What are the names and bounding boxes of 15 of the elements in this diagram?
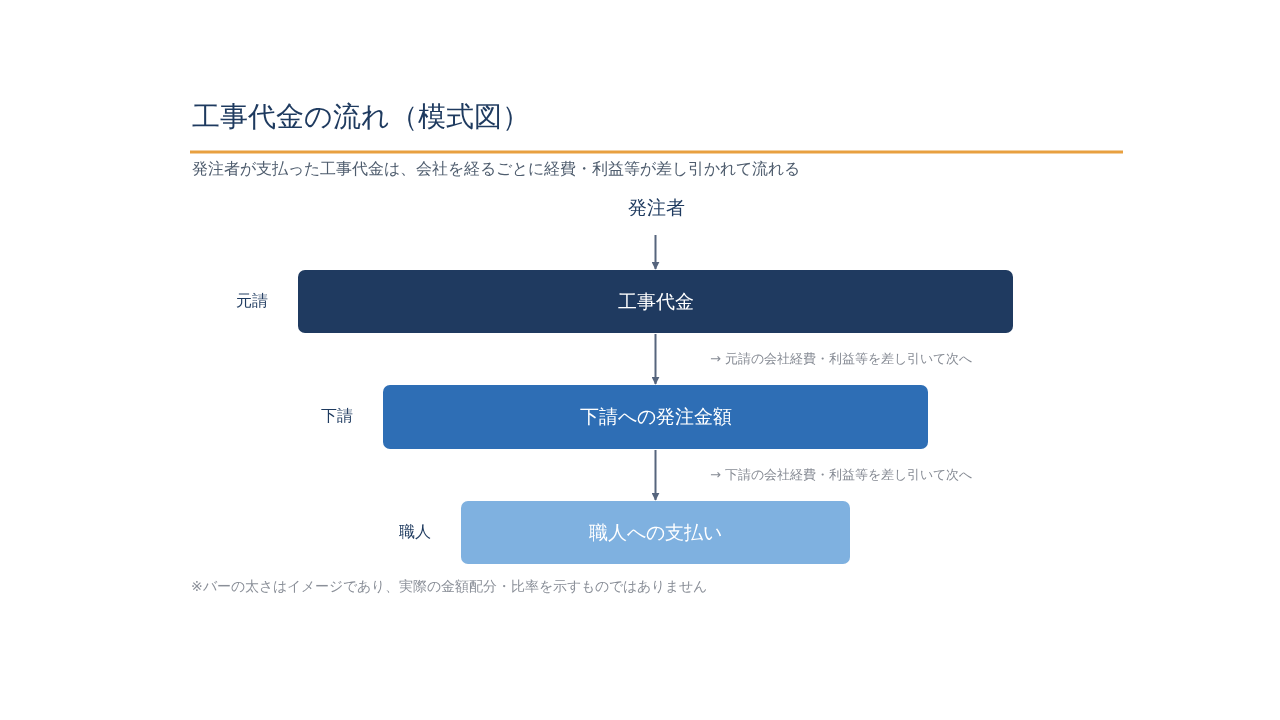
title: 工事代金の流れ（模式図） — [192, 99, 530, 135]
note: ※バーの太さはイメージであり、実際の金額配分・比率を示すものではありません — [191, 578, 707, 596]
subtitle: 発注者が支払った工事代金は、会社を経るごとに経費・利益等が差し引かれて流れる — [192, 159, 800, 180]
arrow — [651, 333, 660, 385]
source-label: 発注者 — [627, 195, 685, 220]
flow-bar: 工事代金 — [298, 270, 1013, 333]
flow-bar: 職人への支払い — [461, 501, 850, 564]
tier-label: 職人 — [399, 521, 431, 543]
edge-label: → 元請の会社経費・利益等を差し引いて次へ — [710, 350, 973, 368]
edge-label: → 下請の会社経費・利益等を差し引いて次へ — [710, 466, 973, 484]
tier-label: 下請 — [321, 406, 353, 427]
flow-bar: 下請への発注金額 — [383, 385, 928, 449]
arrow — [651, 449, 660, 501]
tier-label: 元請 — [236, 290, 268, 312]
arrow — [651, 234, 660, 270]
